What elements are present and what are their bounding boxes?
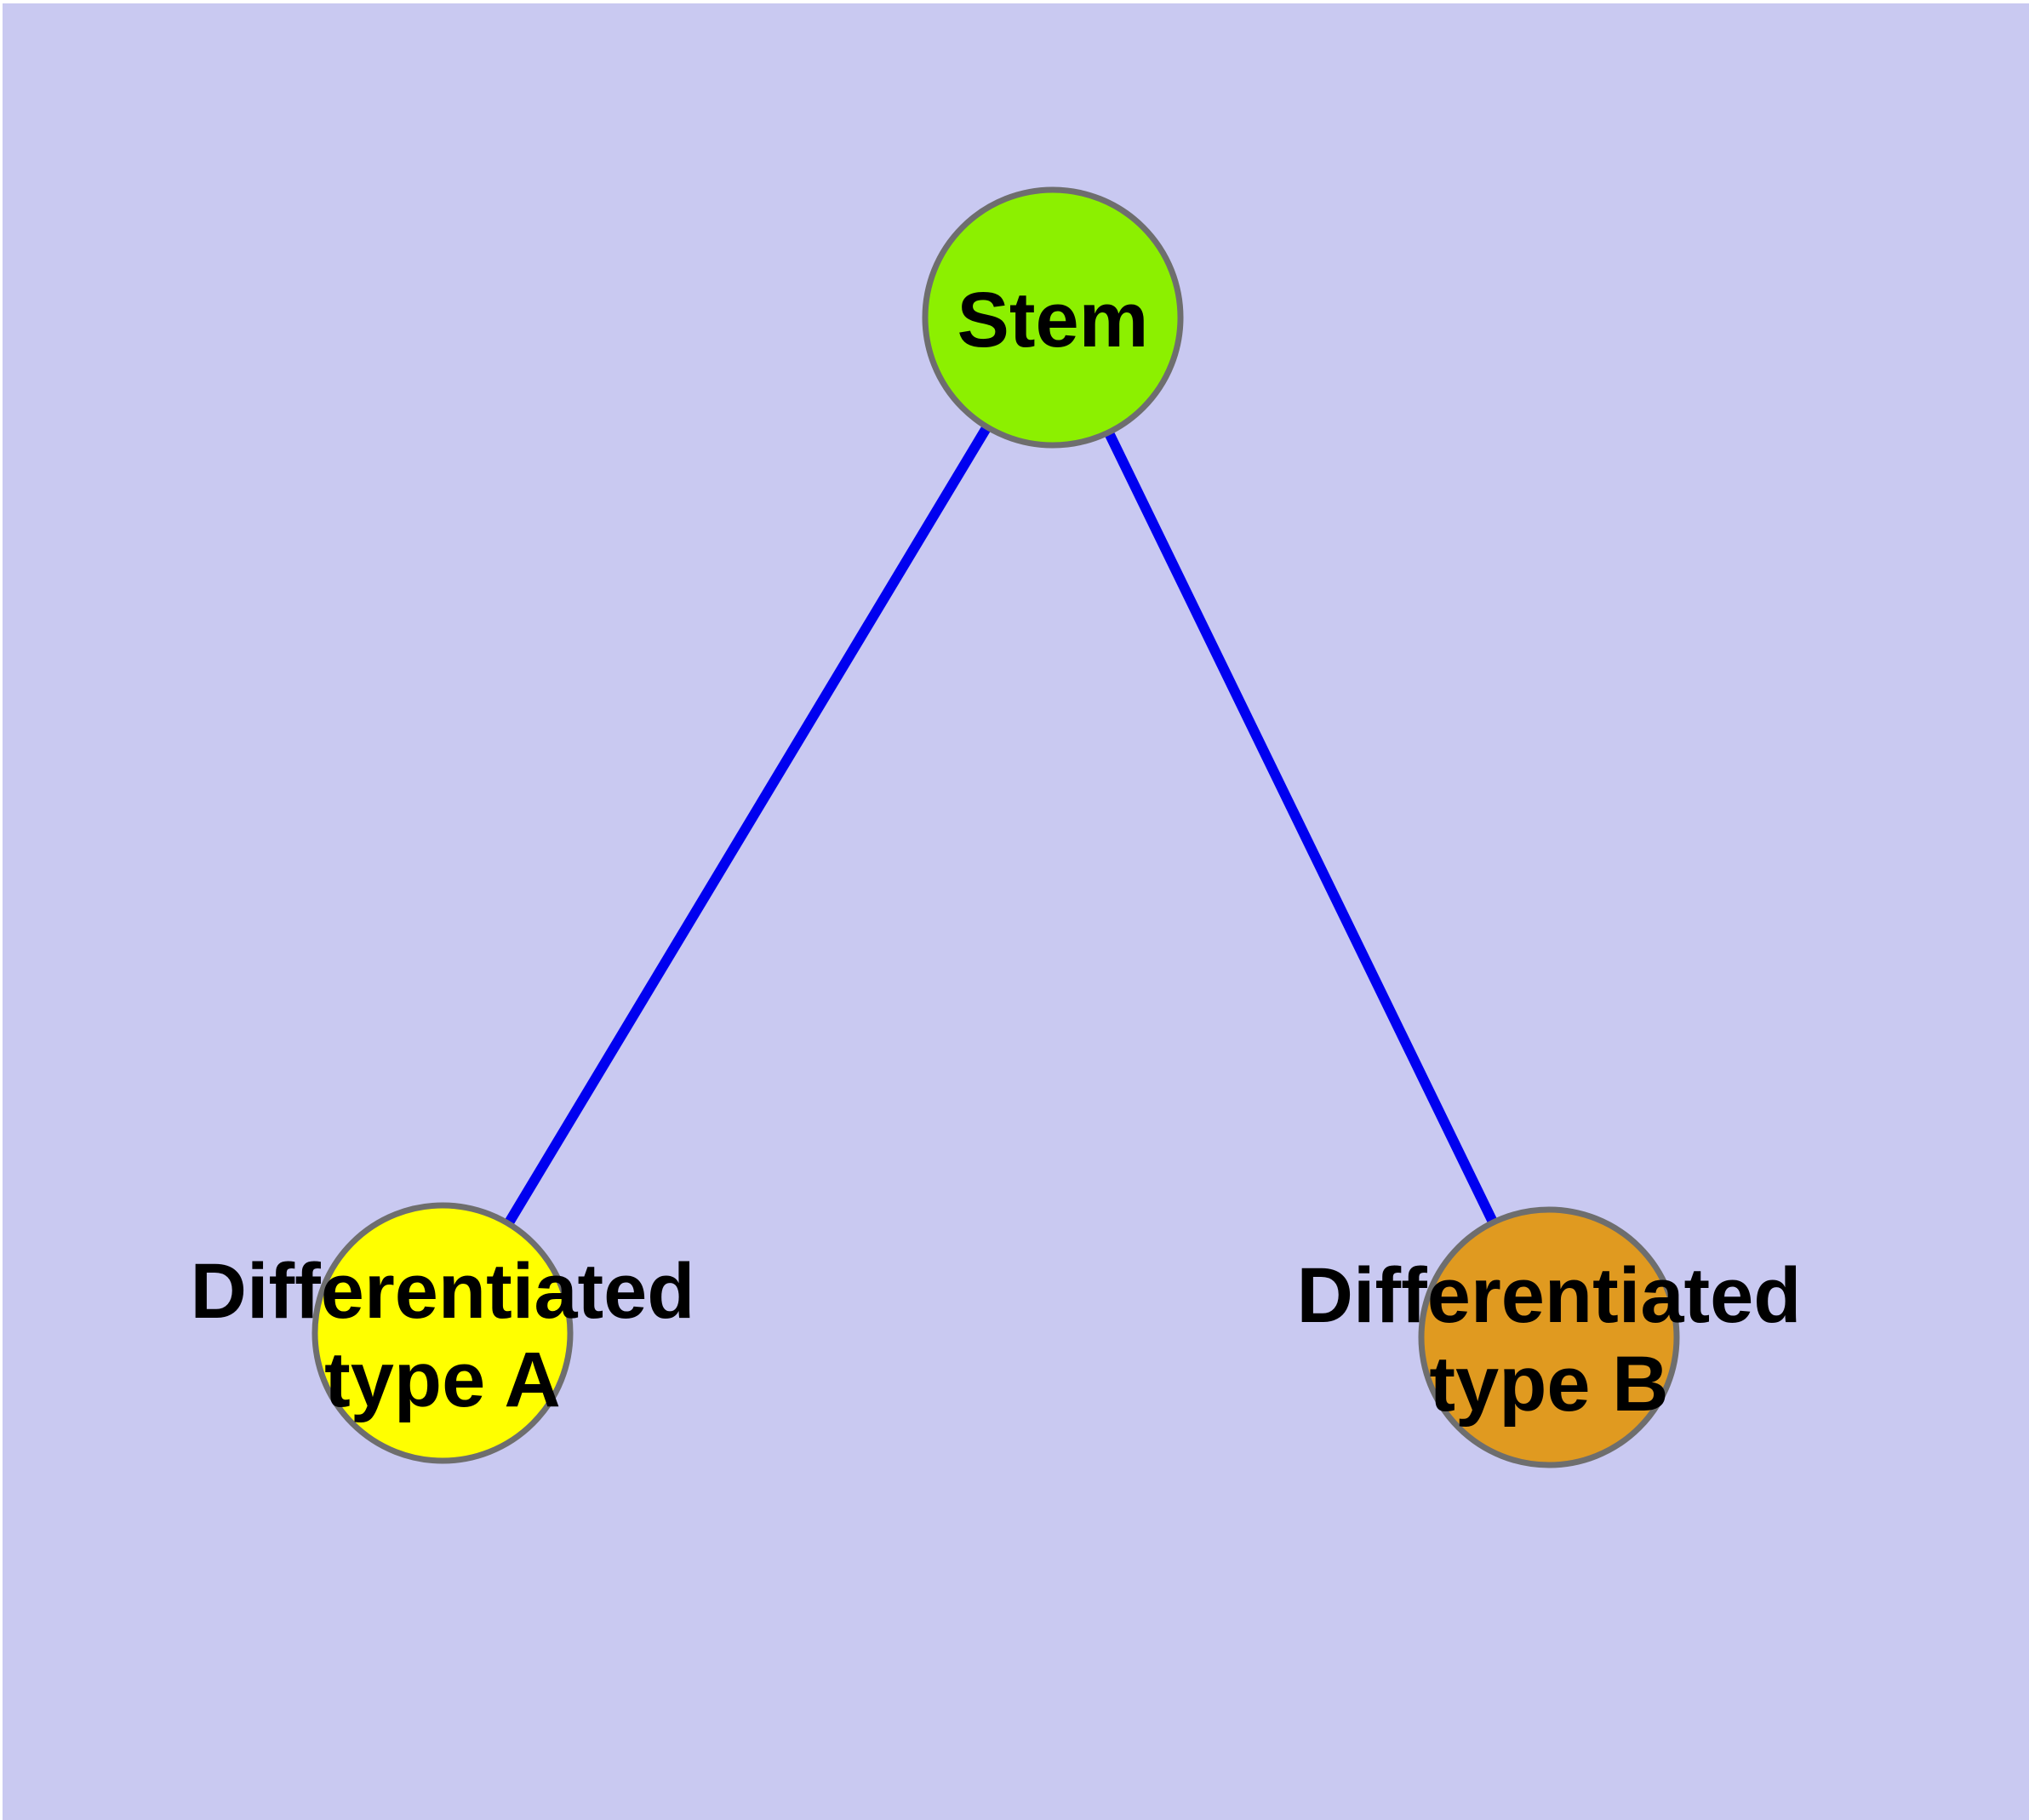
node-label-line: type B (1429, 1341, 1668, 1428)
edge-stem-to-diff-type-b (1048, 315, 1554, 1340)
node-label-line: Differentiated (191, 1248, 695, 1335)
node-label-line: Differentiated (1297, 1252, 1802, 1339)
edge-stem-to-diff-type-a (437, 314, 1058, 1336)
node-diff-type-a (311, 1202, 574, 1464)
node-label-line: type A (324, 1336, 561, 1423)
node-stem-label: Stem (957, 277, 1149, 363)
screenshot-top-margin (0, 0, 2029, 3)
node-label-line: Stem (957, 277, 1149, 363)
node-stem (922, 186, 1184, 449)
screenshot-left-margin (0, 0, 3, 1820)
node-diff-type-b (1418, 1206, 1680, 1468)
